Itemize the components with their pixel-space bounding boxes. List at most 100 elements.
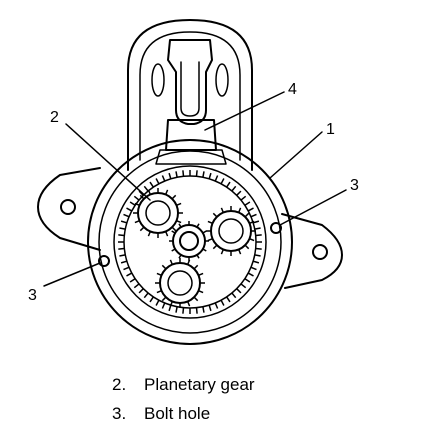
planet-gear-tooth <box>169 301 173 307</box>
planet-gear-tooth <box>249 220 255 224</box>
ring-gear-tooth <box>175 171 178 178</box>
planet-gear-tooth <box>156 290 162 294</box>
callout-2: 2 <box>50 109 59 126</box>
ring-gear-tooth <box>214 302 219 309</box>
legend-label: Planetary gear <box>144 374 255 394</box>
planet-gear-tooth <box>207 220 213 224</box>
ring-gear-tooth <box>244 278 251 283</box>
planet-gear-tooth <box>139 194 145 200</box>
housing-inner <box>98 150 282 334</box>
planet-gear-tooth <box>134 202 140 206</box>
flange-hole-left <box>60 199 76 215</box>
planet-gear-tooth <box>139 226 145 232</box>
ring-gear-tooth <box>168 304 172 312</box>
sun-gear-tooth <box>171 248 176 252</box>
ring-gear-tooth <box>133 283 140 289</box>
ring-gear-tooth <box>250 266 257 271</box>
ring-gear-tooth <box>254 227 261 230</box>
planet-gear-tooth <box>187 301 191 307</box>
ring-gear-tooth <box>220 178 225 185</box>
ring-gear-tooth <box>214 175 219 182</box>
ring-gear-tooth <box>120 220 128 224</box>
ring-gear-tooth <box>236 190 242 196</box>
sun-gear <box>172 224 206 258</box>
ring-gear-tooth <box>252 220 260 224</box>
ring-gear-tooth <box>182 307 185 314</box>
planet-gear-tooth <box>165 189 169 195</box>
ring-gear-tooth <box>202 171 205 178</box>
ring-gear-tooth <box>255 247 262 250</box>
planet-gear-tooth <box>244 212 250 218</box>
ring-gear-tooth <box>129 201 136 206</box>
terminal-block-base <box>155 149 227 165</box>
planet-gear-upper-left-inner <box>145 200 171 226</box>
ring-gear-tooth <box>119 254 126 257</box>
ring-gear-tooth <box>138 288 144 294</box>
planet-gear-tooth <box>147 231 151 237</box>
planet-gear-tooth <box>249 238 255 242</box>
ring-gear-tooth <box>244 201 251 206</box>
planet-gear-tooth <box>161 264 167 270</box>
flange-hole-right <box>312 244 328 260</box>
ring-gear-tooth <box>226 296 231 303</box>
ring-gear-outer <box>113 165 267 319</box>
planet-gear-tooth <box>171 194 177 200</box>
ring-gear-tooth <box>220 299 225 306</box>
gear-teeth <box>118 170 262 314</box>
planet-gear-tooth <box>238 207 242 213</box>
leader-line-3-left <box>43 262 101 287</box>
callout-3-left: 3 <box>28 287 37 304</box>
planet-gear-tooth <box>220 249 224 255</box>
leader-line-1 <box>269 131 323 179</box>
ring-gear-tooth <box>118 247 125 250</box>
terminal-post-right <box>215 63 229 97</box>
ring-gear-tooth <box>208 304 212 312</box>
mounting-flange <box>37 167 101 251</box>
leader-line-3-right <box>279 189 347 226</box>
planet-gear-tooth <box>212 244 218 250</box>
ring-gear-tooth <box>226 181 231 188</box>
ring-gear-tooth <box>168 172 172 180</box>
planet-gear-tooth <box>193 264 199 270</box>
planet-gear-tooth <box>198 272 204 276</box>
ring-gear-tooth <box>161 302 166 309</box>
ring-gear-tooth <box>126 207 133 212</box>
planet-gear-tooth <box>171 226 177 232</box>
planet-gear-tooth <box>244 244 250 250</box>
legend: 2. Planetary gear 3. Bolt hole <box>112 370 255 428</box>
planet-gear-tooth <box>238 249 242 255</box>
ring-gear-tooth <box>143 185 149 192</box>
legend-row-planetary-gear: 2. Planetary gear <box>112 370 255 399</box>
planet-gear-tooth <box>176 220 182 224</box>
ring-gear-tooth <box>202 306 205 313</box>
terminal-post-left <box>151 63 165 97</box>
terminal-clip <box>167 39 213 125</box>
mounting-flange-right <box>281 213 343 289</box>
leader-line-2 <box>65 123 151 201</box>
planet-gear-upper-left <box>137 192 179 234</box>
ring-gear-tooth <box>250 213 257 218</box>
ring-gear-tooth <box>182 170 185 177</box>
ring-gear-tooth <box>252 260 260 264</box>
ring-gear-tooth <box>255 234 262 237</box>
ring-gear-tooth <box>149 296 154 303</box>
callout-3-right: 3 <box>350 177 359 194</box>
sun-gear-tooth <box>196 223 200 228</box>
leader-line-4 <box>204 91 285 131</box>
ring-gear-tooth <box>123 213 130 218</box>
planet-gear-tooth <box>161 296 167 302</box>
planet-gear-right <box>210 210 252 252</box>
ring-gear-tooth <box>155 178 160 185</box>
sun-gear-tooth <box>202 248 207 252</box>
ring-gear-tooth <box>195 170 198 177</box>
ring-gear-tooth <box>240 195 247 201</box>
ring-gear-tooth <box>231 292 237 299</box>
planet-gear-tooth <box>165 231 169 237</box>
legend-number: 2. <box>112 374 127 394</box>
planet-gear-tooth <box>156 272 162 276</box>
sun-gear-tooth <box>171 230 176 234</box>
ring-gear-tooth <box>208 172 212 180</box>
terminal-clip-inner <box>180 61 200 117</box>
planet-gear-bottom-inner <box>167 270 193 296</box>
